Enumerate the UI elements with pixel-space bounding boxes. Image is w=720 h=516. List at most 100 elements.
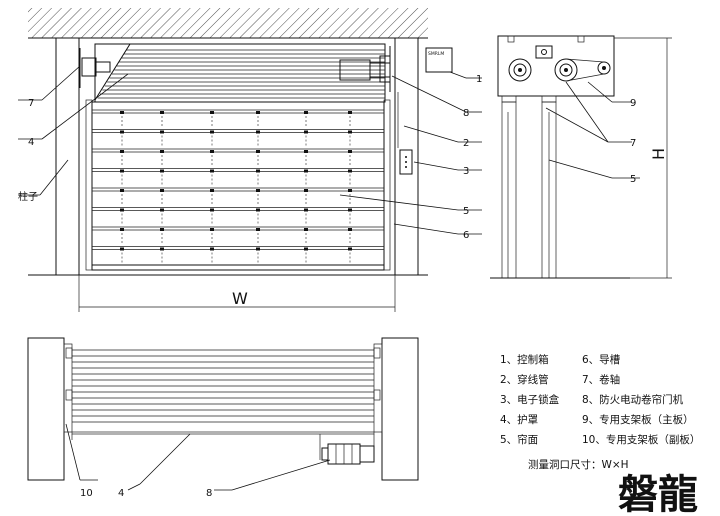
- slat-fastener: [120, 208, 124, 212]
- width-label: W: [232, 289, 248, 308]
- callout-3: 3: [463, 166, 469, 177]
- slat-fastener: [160, 111, 164, 114]
- slat-fastener: [210, 111, 214, 114]
- curtain: [91, 101, 385, 271]
- callout-4: 4: [28, 137, 34, 148]
- legend-item-7: 7、卷轴: [582, 373, 620, 386]
- slat-fastener: [210, 130, 214, 134]
- dimension-h: H: [614, 37, 672, 279]
- guide-rail-right: [383, 99, 391, 271]
- slat-fastener: [256, 228, 260, 231]
- slat-fastener: [348, 111, 352, 114]
- roll-axle-wheels: [508, 58, 611, 82]
- slat-fastener: [210, 247, 214, 251]
- plan-view: 10 4 8: [27, 337, 419, 499]
- ceiling-hatch: [28, 8, 428, 38]
- legend-item-1: 1、控制箱: [500, 353, 549, 366]
- slat-fastener: [160, 169, 164, 173]
- slat-fastener: [256, 169, 260, 173]
- control-box: SMRLM: [425, 47, 453, 73]
- front-view: SMRLM W: [18, 8, 482, 312]
- column-label: 柱子: [18, 190, 38, 203]
- slat-fastener: [304, 189, 308, 192]
- plan-callout-8: 8: [206, 488, 212, 499]
- slat-fastener: [160, 247, 164, 251]
- measurement-note: 测量洞口尺寸：W×H: [528, 458, 629, 471]
- electronic-lock-box: [399, 149, 413, 175]
- legend-item-8: 8、防火电动卷帘门机: [582, 393, 684, 406]
- slat-fastener: [304, 169, 308, 173]
- slat-fastener: [160, 189, 164, 192]
- callout-7: 7: [28, 98, 34, 109]
- legend: 1、控制箱 6、导槽 2、穿线管 7、卷轴 3、电子锁盒 8、防火电动卷帘门机 …: [500, 353, 700, 471]
- slat-fastener: [210, 169, 214, 173]
- slat-fastener: [120, 169, 124, 173]
- right-column: [394, 37, 419, 276]
- slat-fastener: [304, 228, 308, 231]
- slat-fastener: [256, 130, 260, 134]
- slat-fastener: [256, 111, 260, 114]
- slat-fastener: [160, 130, 164, 134]
- legend-item-10: 10、专用支架板（副板）: [582, 433, 700, 446]
- side-callout-9: 9: [630, 98, 636, 109]
- side-view: H 9 7 5: [490, 35, 672, 279]
- slat-fastener: [120, 150, 124, 153]
- slat-fastener: [210, 208, 214, 212]
- slat-fastener: [256, 247, 260, 251]
- legend-item-6: 6、导槽: [582, 354, 621, 366]
- slat-fastener: [304, 150, 308, 153]
- slat-fastener: [120, 111, 124, 114]
- slat-fastener: [256, 208, 260, 212]
- roll-hood: [94, 43, 386, 103]
- height-label: H: [649, 148, 668, 160]
- slat-fastener: [348, 169, 352, 173]
- slat-fastener: [256, 150, 260, 153]
- slat-fastener: [210, 189, 214, 192]
- legend-item-4: 4、护罩: [500, 413, 538, 426]
- slat-fastener: [304, 247, 308, 251]
- control-box-label: SMRLM: [428, 51, 444, 57]
- plan-right-column: [381, 337, 419, 481]
- slat-fastener: [348, 130, 352, 134]
- legend-item-2: 2、穿线管: [500, 373, 549, 386]
- slat-fastener: [160, 228, 164, 231]
- slat-fastener: [120, 130, 124, 134]
- legend-item-3: 3、电子锁盒: [500, 393, 560, 406]
- dimension-w: W: [78, 275, 396, 312]
- callout-2: 2: [463, 138, 469, 149]
- slat-fastener: [160, 150, 164, 153]
- front-leaders: [18, 65, 482, 235]
- slat-fastener: [120, 228, 124, 231]
- slat-fastener: [210, 150, 214, 153]
- slat-fastener: [304, 130, 308, 134]
- slat-fastener: [160, 208, 164, 212]
- side-callout-7: 7: [630, 138, 636, 149]
- slat-fastener: [210, 228, 214, 231]
- slat-fastener: [304, 208, 308, 212]
- side-callout-5: 5: [630, 174, 636, 185]
- left-column: [55, 37, 80, 276]
- slat-fastener: [120, 189, 124, 192]
- callout-8: 8: [463, 108, 469, 119]
- slat-fastener: [120, 247, 124, 251]
- slat-fastener: [348, 247, 352, 251]
- plan-callout-10: 10: [80, 488, 93, 499]
- slat-fastener: [256, 189, 260, 192]
- legend-item-5: 5、帘面: [500, 433, 538, 446]
- guide-rail-left: [85, 99, 93, 271]
- slat-fastener: [348, 208, 352, 212]
- plan-slats: [72, 349, 374, 423]
- legend-item-9: 9、专用支架板（主板）: [582, 413, 694, 426]
- slat-fastener: [348, 228, 352, 231]
- slat-fastener: [348, 150, 352, 153]
- callout-1: 1: [476, 74, 482, 85]
- motor-left: [81, 57, 111, 77]
- slat-fastener: [348, 189, 352, 192]
- brand-logo: 磐龍: [618, 471, 698, 516]
- plan-callout-4: 4: [118, 488, 124, 499]
- slat-fastener: [304, 111, 308, 114]
- callout-6: 6: [463, 230, 469, 241]
- callout-5: 5: [463, 206, 469, 217]
- plan-motor: [321, 443, 375, 465]
